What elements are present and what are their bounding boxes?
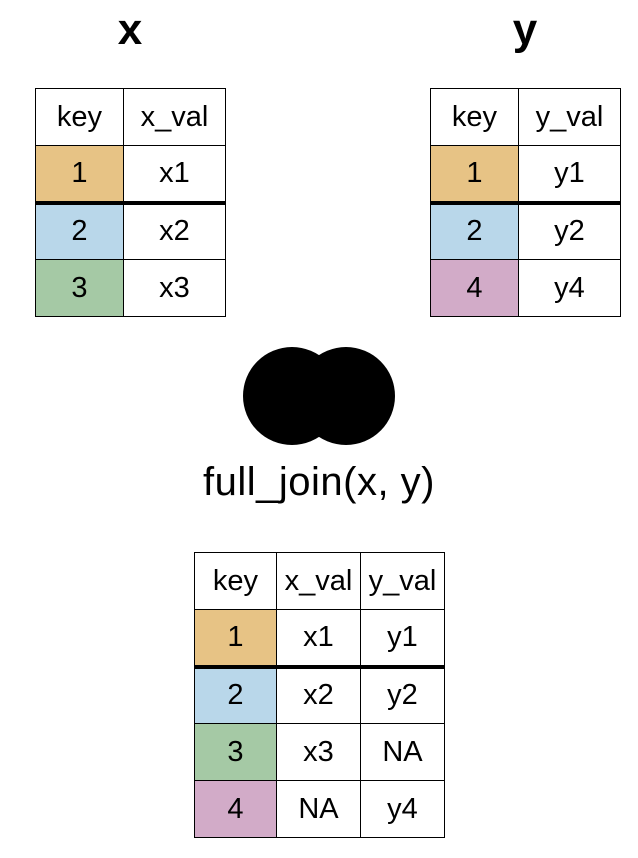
table-row: 1 x1 <box>35 145 226 205</box>
result-table: key x_val y_val 1 x1 y1 2 x2 y2 3 x3 NA … <box>194 552 445 838</box>
value-cell: y4 <box>518 259 621 317</box>
header-cell-key: key <box>35 88 124 146</box>
value-cell: x1 <box>123 145 226 205</box>
value-cell: x3 <box>123 259 226 317</box>
table-row: 3 x3 NA <box>194 723 445 781</box>
header-cell-y-val: y_val <box>360 552 445 610</box>
x-value-cell: NA <box>276 780 361 838</box>
table-x: key x_val 1 x1 2 x2 3 x3 <box>35 88 226 317</box>
table-y-title: y <box>512 5 538 54</box>
table-x-title: x <box>117 5 143 54</box>
key-cell: 1 <box>194 609 277 669</box>
full-join-venn-icon <box>243 347 395 445</box>
key-cell: 3 <box>35 259 124 317</box>
y-value-cell: y2 <box>360 666 445 724</box>
y-value-cell: NA <box>360 723 445 781</box>
table-row: 3 x3 <box>35 259 226 317</box>
header-cell-key: key <box>430 88 519 146</box>
header-cell-x-val: x_val <box>123 88 226 146</box>
table-x-header-row: key x_val <box>35 88 226 146</box>
table-row: 2 x2 <box>35 202 226 260</box>
x-value-cell: x2 <box>276 666 361 724</box>
table-y-header-row: key y_val <box>430 88 621 146</box>
key-cell: 2 <box>35 202 124 260</box>
header-cell-key: key <box>194 552 277 610</box>
value-cell: y1 <box>518 145 621 205</box>
y-value-cell: y4 <box>360 780 445 838</box>
table-row: 2 y2 <box>430 202 621 260</box>
key-cell: 2 <box>194 666 277 724</box>
key-cell: 2 <box>430 202 519 260</box>
table-row: 1 x1 y1 <box>194 609 445 669</box>
result-header-row: key x_val y_val <box>194 552 445 610</box>
header-cell-y-val: y_val <box>518 88 621 146</box>
full-join-caption: full_join(x, y) <box>202 460 435 504</box>
value-cell: x2 <box>123 202 226 260</box>
key-cell: 4 <box>430 259 519 317</box>
table-row: 4 y4 <box>430 259 621 317</box>
table-row: 4 NA y4 <box>194 780 445 838</box>
key-cell: 1 <box>35 145 124 205</box>
table-row: 2 x2 y2 <box>194 666 445 724</box>
x-value-cell: x3 <box>276 723 361 781</box>
table-row: 1 y1 <box>430 145 621 205</box>
key-cell: 1 <box>430 145 519 205</box>
table-y: key y_val 1 y1 2 y2 4 y4 <box>430 88 621 317</box>
header-cell-x-val: x_val <box>276 552 361 610</box>
key-cell: 3 <box>194 723 277 781</box>
value-cell: y2 <box>518 202 621 260</box>
y-value-cell: y1 <box>360 609 445 669</box>
x-value-cell: x1 <box>276 609 361 669</box>
key-cell: 4 <box>194 780 277 838</box>
